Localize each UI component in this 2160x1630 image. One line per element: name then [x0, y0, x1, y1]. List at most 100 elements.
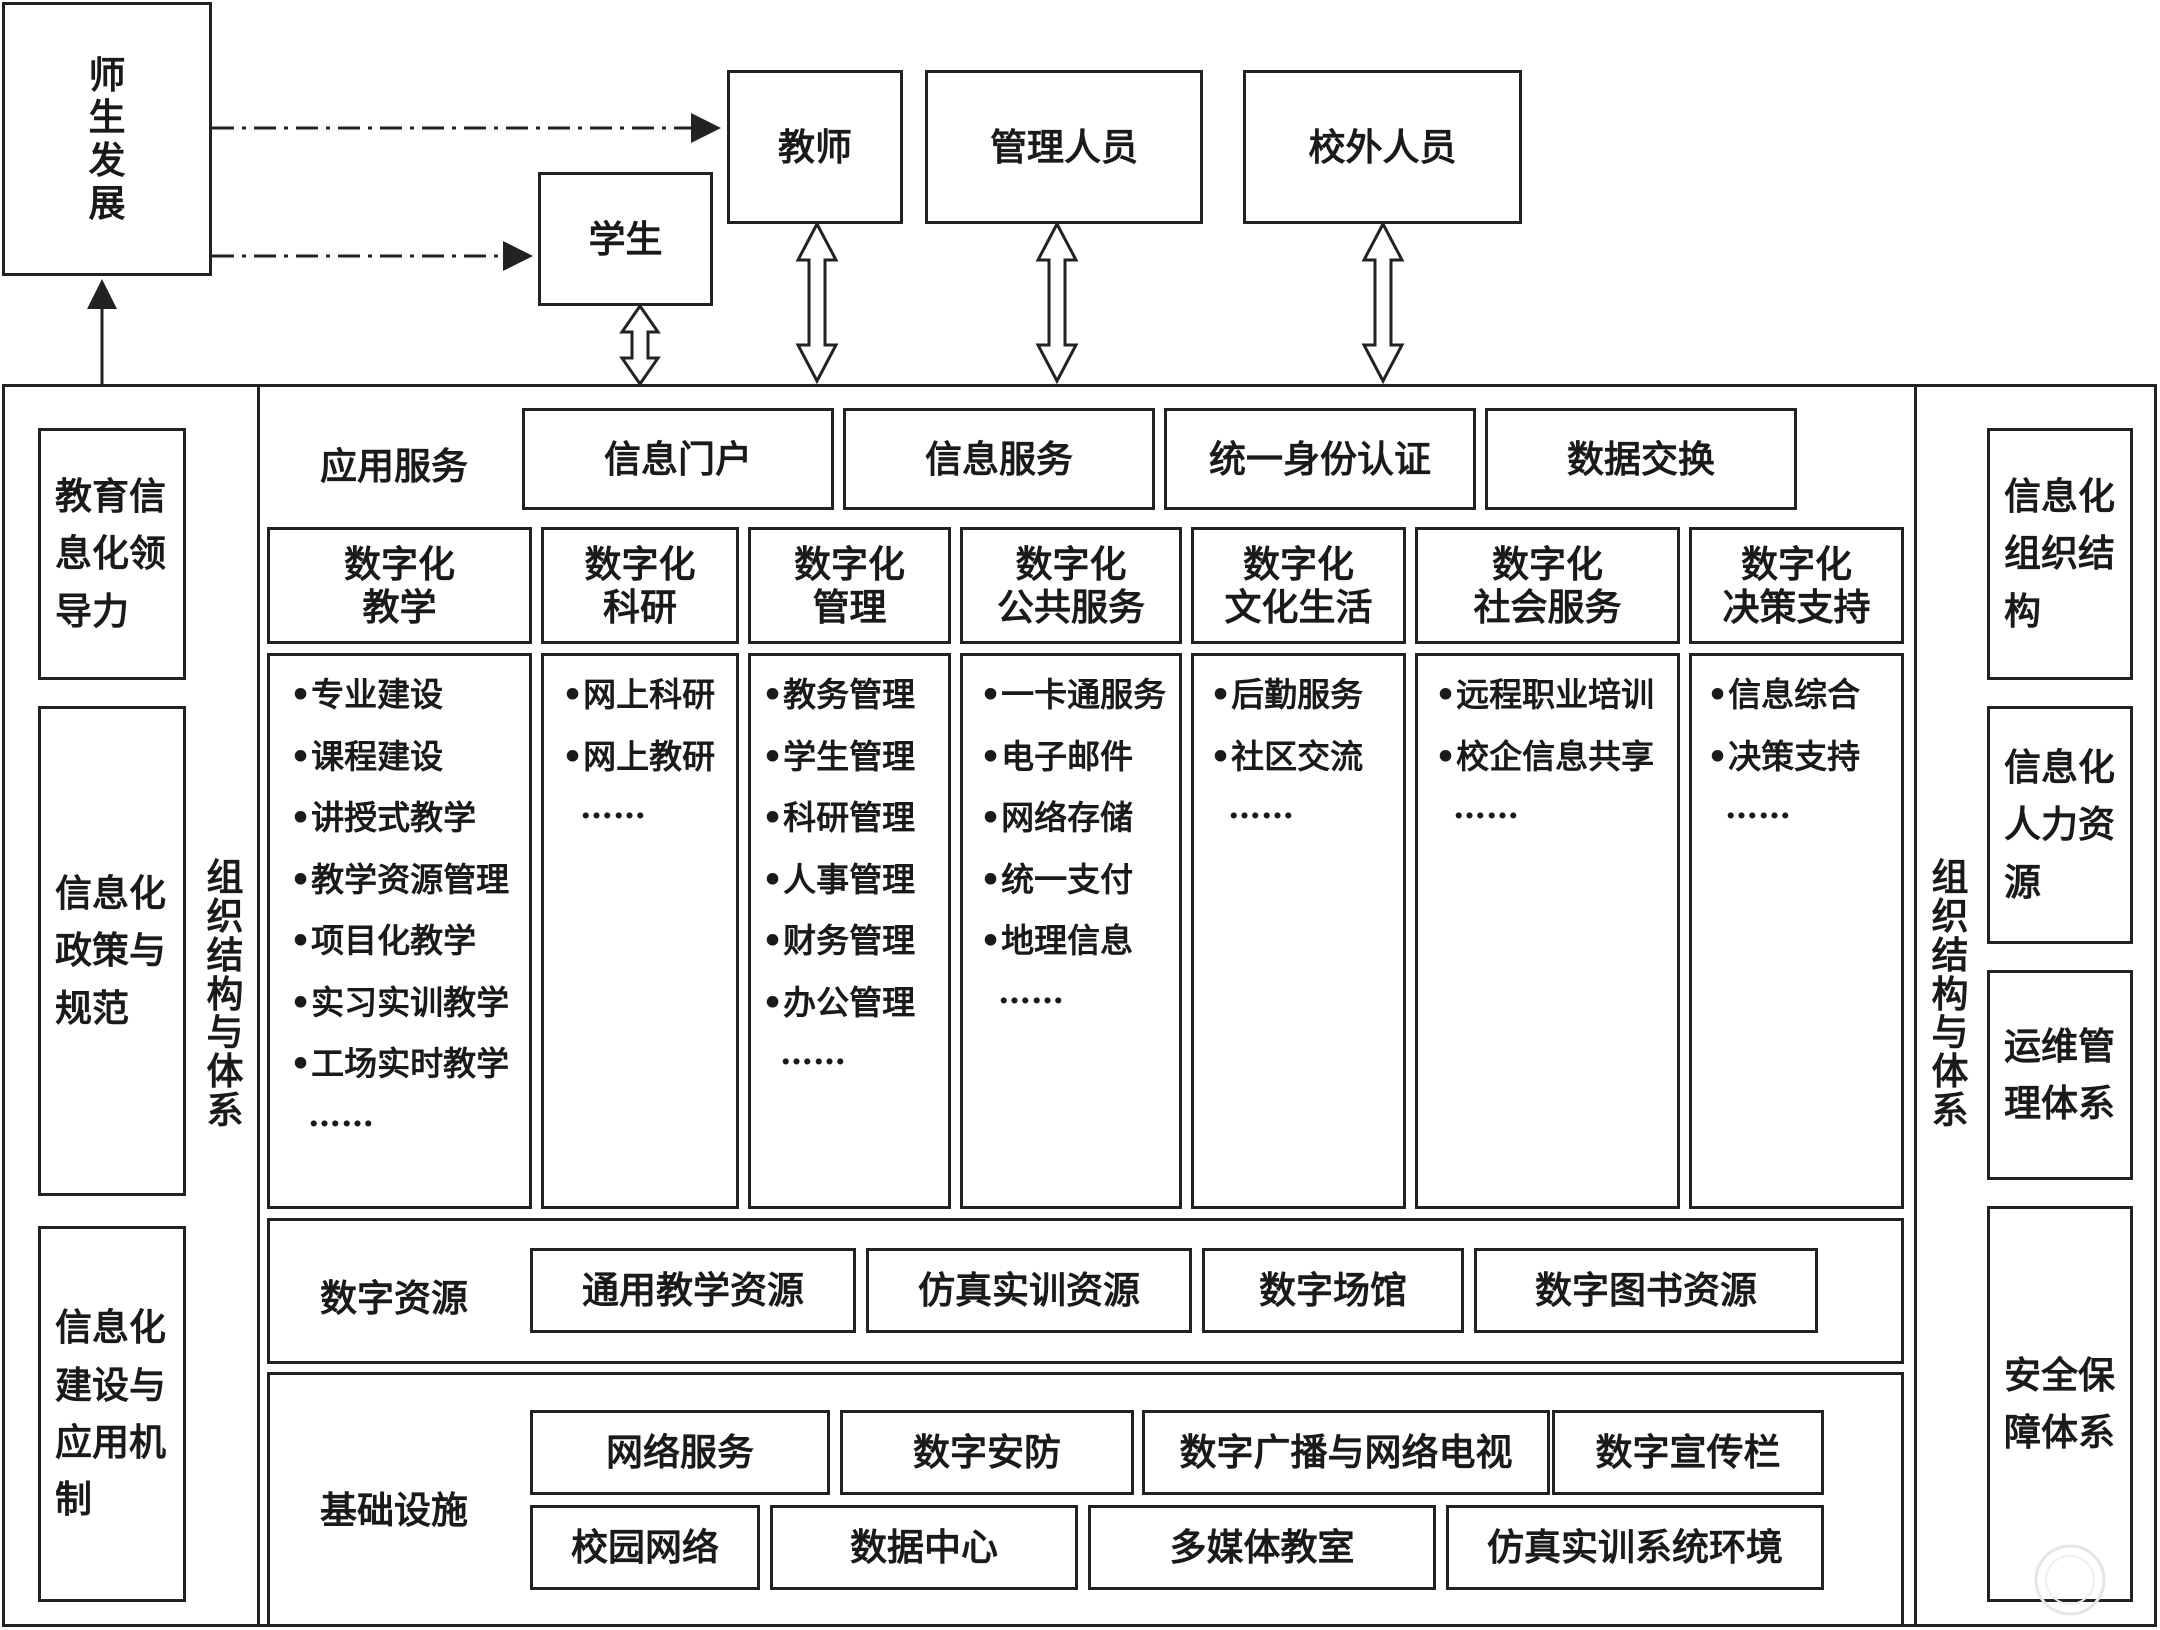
list-item-more: ……: [780, 1033, 846, 1072]
list-item: •教学资源管理: [290, 859, 510, 899]
list-item: •人事管理: [762, 859, 916, 899]
item-list-management: •教务管理 •学生管理 •科研管理 •人事管理 •财务管理 •办公管理 ……: [762, 664, 915, 1073]
left-box-mechanism: 信息化建设与应用机制: [38, 1226, 186, 1602]
column-title-2: 社会服务: [1473, 584, 1622, 629]
list-item: •项目化教学: [290, 921, 477, 960]
left-box-policy-label: 信息化政策与规范: [55, 870, 166, 1030]
seal-watermark-icon: [2034, 1544, 2106, 1616]
column-title-1: 数字化: [1243, 541, 1354, 586]
manager-label: 管理人员: [990, 124, 1138, 169]
list-item: •校企信息共享: [1435, 736, 1655, 776]
infra-data-center: 数据中心: [770, 1505, 1078, 1590]
app-service-sso: 统一身份认证: [1164, 408, 1476, 510]
right-box-hr-label: 信息化人力资源: [2004, 744, 2115, 904]
list-item: •一卡通服务: [980, 675, 1167, 714]
column-body-culture: [1191, 653, 1406, 1209]
list-item: •网上科研: [562, 675, 716, 714]
list-item: •学生管理: [762, 736, 916, 776]
list-item-more: ……: [580, 787, 646, 826]
resource-venue-label: 数字场馆: [1259, 1268, 1407, 1313]
list-item: •专业建设: [290, 675, 444, 714]
list-item: •远程职业培训: [1435, 675, 1655, 714]
list-item: •科研管理: [762, 798, 916, 837]
infra-multimedia-classroom-label: 多媒体教室: [1169, 1525, 1355, 1570]
item-list-decision: •信息综合 •决策支持 ……: [1707, 664, 1860, 827]
infra-digital-security-label: 数字安防: [913, 1430, 1061, 1475]
list-item: •信息综合: [1707, 675, 1861, 714]
list-item: •办公管理: [762, 982, 916, 1022]
infra-broadcast-tv-label: 数字广播与网络电视: [1179, 1430, 1513, 1475]
right-box-security-label: 安全保障体系: [2004, 1352, 2115, 1454]
list-item: •教务管理: [762, 675, 916, 714]
app-services-label: 应用服务: [320, 444, 468, 488]
right-box-hr: 信息化人力资源: [1987, 706, 2133, 944]
infrastructure-label: 基础设施: [320, 1488, 468, 1532]
column-header-teaching: 数字化教学: [267, 527, 532, 644]
column-title-1: 数字化: [344, 541, 455, 586]
outsider-box: 校外人员: [1243, 70, 1522, 224]
infra-broadcast-tv: 数字广播与网络电视: [1142, 1410, 1550, 1495]
resource-library: 数字图书资源: [1474, 1248, 1818, 1333]
infra-digital-security: 数字安防: [840, 1410, 1134, 1495]
column-header-management: 数字化管理: [748, 527, 951, 644]
outsider-label: 校外人员: [1308, 124, 1457, 169]
column-title-2: 公共服务: [997, 584, 1145, 629]
infra-multimedia-classroom: 多媒体教室: [1088, 1505, 1436, 1590]
column-title-1: 数字化: [1741, 541, 1852, 586]
list-item: •后勤服务: [1210, 675, 1364, 714]
app-service-portal-label: 信息门户: [604, 436, 752, 481]
double-arrow-outsider: [1361, 220, 1405, 385]
column-title-2: 教学: [362, 584, 437, 629]
column-title-2: 科研: [603, 584, 677, 629]
list-item: •工场实时教学: [290, 1044, 510, 1083]
right-box-org-label: 信息化组织结构: [2004, 473, 2115, 633]
double-arrow-teacher: [795, 220, 839, 385]
list-item-more: ……: [308, 1094, 374, 1134]
column-body-management: [748, 653, 951, 1209]
left-box-leadership: 教育信息化领导力: [38, 428, 186, 680]
double-arrow-student: [619, 303, 661, 387]
infra-bulletin-board-label: 数字宣传栏: [1595, 1430, 1781, 1475]
list-item: •讲授式教学: [290, 798, 477, 837]
item-list-public-service: •一卡通服务 •电子邮件 •网络存储 •统一支付 •地理信息 ……: [980, 664, 1166, 1012]
list-item: •实习实训教学: [290, 982, 510, 1022]
column-body-decision: [1689, 653, 1904, 1209]
column-title-2: 管理: [812, 584, 887, 629]
list-item-more: ……: [1725, 787, 1791, 826]
column-header-decision: 数字化决策支持: [1689, 527, 1904, 644]
double-arrow-manager: [1035, 220, 1079, 385]
list-item: •财务管理: [762, 921, 916, 960]
manager-box: 管理人员: [925, 70, 1203, 224]
infra-campus-network-label: 校园网络: [571, 1525, 719, 1570]
list-item: •电子邮件: [980, 736, 1134, 776]
infra-network-service-label: 网络服务: [606, 1430, 754, 1475]
right-box-ops-label: 运维管理体系: [2004, 1023, 2115, 1125]
item-list-teaching: •专业建设 •课程建设 •讲授式教学 •教学资源管理 •项目化教学 •实习实训教…: [290, 664, 509, 1135]
left-box-leadership-label: 教育信息化领导力: [55, 473, 166, 633]
app-service-info-label: 信息服务: [925, 436, 1073, 481]
student-box: 学生: [538, 172, 713, 306]
list-item: •社区交流: [1210, 736, 1364, 776]
app-service-portal: 信息门户: [522, 408, 834, 510]
app-service-info: 信息服务: [843, 408, 1155, 510]
right-box-ops: 运维管理体系: [1987, 970, 2133, 1180]
app-service-exchange-label: 数据交换: [1567, 436, 1715, 481]
list-item: •网上教研: [562, 736, 716, 776]
column-title-1: 数字化: [1492, 541, 1603, 586]
digital-resources-label: 数字资源: [320, 1276, 468, 1320]
column-title-1: 数字化: [1015, 541, 1127, 586]
column-body-social-service: [1415, 653, 1680, 1209]
column-title-2: 文化生活: [1224, 584, 1373, 629]
right-vertical-label: 组织结构与体系: [1931, 855, 1969, 1133]
item-list-research: •网上科研 •网上教研 ……: [562, 664, 715, 827]
infra-bulletin-board: 数字宣传栏: [1552, 1410, 1824, 1495]
student-label: 学生: [588, 216, 663, 261]
column-body-teaching: [267, 653, 532, 1209]
resource-simulation: 仿真实训资源: [866, 1248, 1192, 1333]
left-box-policy: 信息化政策与规范: [38, 706, 186, 1196]
list-item: •地理信息: [980, 921, 1134, 960]
list-item-more: ……: [1228, 787, 1294, 826]
infra-simulation-environment-label: 仿真实训系统环境: [1487, 1525, 1783, 1570]
list-item-more: ……: [1453, 787, 1519, 826]
list-item: •决策支持: [1707, 736, 1861, 776]
